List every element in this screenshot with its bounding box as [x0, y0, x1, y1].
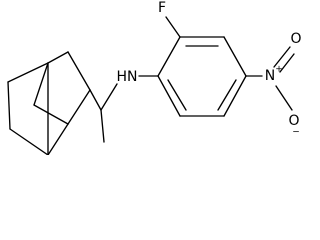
bond-chiral-to-nh — [100, 83, 118, 111]
bicyclo-fragment — [7, 51, 91, 155]
ring-bond-3 — [223, 36, 247, 77]
amine-label: HN — [117, 69, 138, 85]
bond-n-to-o-top-a — [273, 46, 291, 68]
bond-bicyclo-right — [67, 51, 91, 91]
bond-bicyclo-top — [47, 51, 69, 64]
ring-bond-4 — [223, 75, 247, 117]
oxygen-top: O — [290, 31, 301, 47]
bond-ring-to-f — [165, 16, 181, 38]
bond-n-to-o-bottom — [275, 85, 293, 111]
ring-double-inner-left — [167, 79, 187, 111]
ring-bond-6 — [157, 75, 181, 117]
bond-bicyclo-to-chiral — [89, 89, 102, 111]
bond-bicyclo-bridge-left — [33, 62, 49, 106]
chemical-structure: F HN N + O O − — [7, 0, 302, 155]
bond-bicyclo-left — [7, 81, 11, 130]
nitro-substituent: N + O O − — [245, 31, 302, 138]
fluorine-atom: F — [158, 0, 166, 16]
ethyl-amine-fragment — [89, 75, 159, 143]
oxygen-minus-charge: − — [292, 128, 300, 138]
bond-bicyclo-bridge-mid — [33, 104, 69, 125]
bond-chiral-to-methyl — [100, 109, 105, 143]
bond-bicyclo-bottom-right — [47, 123, 69, 155]
oxygen-bottom: O — [288, 113, 299, 129]
nitro-plus-charge: + — [275, 65, 283, 75]
bond-n-to-o-top-b — [279, 53, 295, 73]
bond-bicyclo-right-down — [67, 89, 91, 125]
bond-bicyclo-bottom — [9, 128, 49, 155]
nitro-nitrogen: N — [265, 68, 275, 84]
ring-bond-1 — [157, 36, 181, 77]
amine-label-group: HN — [117, 69, 138, 85]
ring-double-inner-right — [217, 79, 237, 111]
fluoro-substituent: F — [158, 0, 181, 38]
aryl-ring — [157, 36, 247, 117]
bond-bicyclo-left-top — [7, 62, 49, 83]
structure-canvas: F HN N + O O − — [7, 0, 302, 155]
